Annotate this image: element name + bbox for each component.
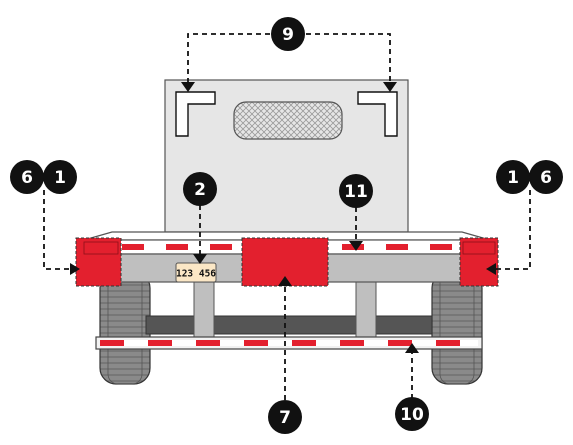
rail-tape-segment <box>364 244 386 250</box>
callout-1-right: 1 <box>496 160 530 194</box>
svg-text:11: 11 <box>344 182 368 202</box>
bumper-tape-segment <box>412 340 436 346</box>
wheel-right <box>432 272 482 384</box>
svg-text:6: 6 <box>540 168 552 188</box>
bumper-tape-segment <box>148 340 172 346</box>
bumper-tape-segment <box>268 340 292 346</box>
left-corner-red-zone <box>76 238 121 286</box>
rail-tape-segment <box>452 244 458 250</box>
leader-9 <box>188 34 270 84</box>
svg-text:7: 7 <box>279 408 291 428</box>
rail-tape-segment <box>166 244 188 250</box>
headache-rack <box>165 80 408 232</box>
svg-text:1: 1 <box>507 168 519 188</box>
callout-7: 7 <box>268 400 302 434</box>
svg-text:10: 10 <box>400 405 424 425</box>
support-post-right <box>356 282 376 340</box>
bumper-tape-segment <box>388 340 412 346</box>
bumper-tape-segment <box>220 340 244 346</box>
callout-10: 10 <box>395 397 429 431</box>
bumper-tape-segment <box>124 340 148 346</box>
svg-text:2: 2 <box>194 180 206 200</box>
rear-impact-guard <box>96 337 482 349</box>
rail-tape-segment <box>386 244 408 250</box>
undercarriage <box>146 282 432 340</box>
callout-2: 2 <box>183 172 217 206</box>
rail-tape-segment <box>210 244 232 250</box>
support-post-left <box>194 282 214 340</box>
license-plate: 123 456 <box>176 263 216 282</box>
bumper-tape-segment <box>292 340 316 346</box>
bumper-tape-segment <box>100 340 124 346</box>
leader-6-1-left <box>44 190 72 269</box>
right-corner-red-zone <box>460 238 498 286</box>
rail-tape-segment <box>144 244 166 250</box>
callout-1-left: 1 <box>43 160 77 194</box>
callout-9: 9 <box>271 17 305 51</box>
callout-6-right: 6 <box>529 160 563 194</box>
rail-tape-segment <box>430 244 452 250</box>
wheel-left <box>100 272 150 384</box>
svg-text:1: 1 <box>54 168 66 188</box>
license-plate-number: 123 456 <box>176 269 216 280</box>
svg-text:6: 6 <box>21 168 33 188</box>
bumper-tape-segment <box>196 340 220 346</box>
bumper-tape-segment <box>172 340 196 346</box>
bumper-tape-segment <box>460 340 478 346</box>
rail-tape-segment <box>408 244 430 250</box>
rail-tape-segment <box>122 244 144 250</box>
callout-11: 11 <box>339 174 373 208</box>
bumper-tape-segment <box>244 340 268 346</box>
rail-tape-segment <box>188 244 210 250</box>
leader-6-1-right <box>494 190 530 269</box>
svg-text:9: 9 <box>282 25 294 45</box>
bumper-tape-segment <box>316 340 340 346</box>
mesh-window <box>234 102 342 139</box>
callout-6-left: 6 <box>10 160 44 194</box>
bumper-tape-segment <box>340 340 364 346</box>
bumper-tape-segment <box>436 340 460 346</box>
bumper-tape-segment <box>364 340 388 346</box>
